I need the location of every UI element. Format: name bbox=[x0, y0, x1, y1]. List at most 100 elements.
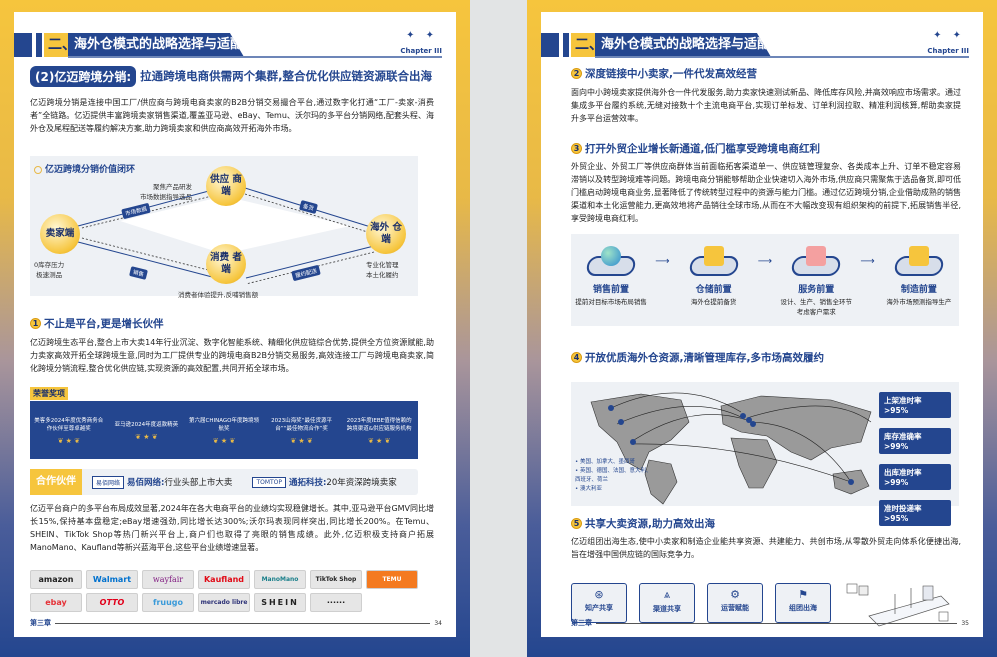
chapter-label: Chapter III bbox=[400, 47, 442, 55]
share-cards: ⊛ 知产共享 ⩓ 渠道共享 ⚙ 运营赋能 ⚑ 组团出海 bbox=[571, 583, 831, 623]
network-icon: ⩓ bbox=[663, 588, 671, 601]
share-card-ip: ⊛ 知产共享 bbox=[571, 583, 627, 623]
awards-banner: 美客多2024年度优秀商务合作伙伴至尊卓越奖 亚马逊2024年度返款精英 第六届… bbox=[30, 401, 418, 459]
page-footer: 第三章 35 bbox=[571, 617, 969, 629]
logo-shein: SHEIN bbox=[254, 593, 306, 612]
award-item: 第六届CHINAGO年度跨境领航奖 bbox=[189, 417, 259, 445]
page-footer: 第三章 34 bbox=[30, 617, 442, 629]
logo-more: ······ bbox=[310, 593, 362, 612]
page-sheet: 二、 海外仓模式的战略选择与适配 ✦ ✦ Chapter III 2 深度链接中… bbox=[541, 12, 983, 637]
partners-tag: 合作伙伴 bbox=[30, 469, 82, 495]
hand-package-icon bbox=[790, 238, 843, 276]
partner-name: 通拓科技: bbox=[289, 478, 327, 488]
share-label: 渠道共享 bbox=[653, 605, 681, 613]
operations-icon: ⚙ bbox=[730, 588, 740, 601]
step-desc: 海外市场预测指导生产 bbox=[886, 298, 952, 306]
flow-step-manufacturing: 制造前置 海外市场预测指导生产 bbox=[883, 238, 955, 307]
subsection-title: 打开外贸企业增长新通道,低门槛享受跨境电商红利 bbox=[585, 143, 820, 155]
partner-name: 易佰网络: bbox=[127, 478, 165, 488]
award-item: 2023年度IEBE值得信赖的跨境渠道&供应链服务机构 bbox=[344, 417, 414, 445]
lead-tag: (2)亿迈跨境分销: bbox=[30, 65, 137, 87]
growth-paragraph: 亿迈平台商户的多平台布局成效显著,2024年在各大电商平台的业绩均实现稳健增长。… bbox=[30, 504, 435, 552]
subsection-1-body: 亿迈跨境生态平台,整合上市大卖14年行业沉淀、数字化智能系统、精细化供应链综合优… bbox=[30, 338, 434, 373]
footer-chapter: 第三章 bbox=[571, 619, 592, 627]
logo-wayfair: wayfair bbox=[142, 570, 194, 589]
step-desc: 提前对目标市场布局销售 bbox=[575, 298, 647, 306]
share-card-channel: ⩓ 渠道共享 bbox=[639, 583, 695, 623]
section-title: 海外仓模式的战略选择与适配 bbox=[595, 33, 771, 57]
world-map-graphic bbox=[590, 392, 872, 505]
subsection-2-heading: 2 深度链接中小卖家,一件代发高效经营 bbox=[571, 66, 757, 81]
page-number: 35 bbox=[961, 619, 969, 627]
number-badge: 3 bbox=[571, 143, 582, 154]
supplier-label: 聚焦产品研发 市场数据指导选品 bbox=[140, 183, 192, 201]
page-sheet: 二、 海外仓模式的战略选择与适配 ✦ ✦ Chapter III (2)亿迈跨境… bbox=[14, 12, 456, 637]
step-name: 仓储前置 bbox=[695, 285, 732, 295]
step-desc: 海外仓提前备货 bbox=[690, 298, 737, 306]
page-34: 二、 海外仓模式的战略选择与适配 ✦ ✦ Chapter III (2)亿迈跨境… bbox=[0, 0, 470, 657]
share-label: 知产共享 bbox=[585, 604, 613, 612]
header-bar bbox=[541, 33, 559, 57]
partners-bar: 合作伙伴 易佰网络 易佰网络: 行业头部上市大卖 TOMTOP 通拓科技: 20… bbox=[30, 469, 418, 495]
logo-fruugo: fruugo bbox=[142, 593, 194, 612]
award-item: 亚马逊2024年度返款精英 bbox=[111, 421, 181, 441]
star-icon: ✦ ✦ bbox=[406, 30, 438, 41]
logo-ebay: ebay bbox=[30, 593, 82, 612]
step-name: 服务前置 bbox=[798, 285, 835, 295]
subsection-4-heading: 4 开放优质海外仓资源,清晰管理库存,多市场高效履约 bbox=[571, 350, 824, 365]
loop-lines bbox=[77, 187, 375, 285]
subsection-5-heading: 5 共享大卖资源,助力高效出海 bbox=[571, 516, 715, 531]
arrow-right-icon: ⟶ bbox=[655, 256, 670, 267]
number-badge: 1 bbox=[30, 318, 41, 329]
intro-paragraph: 亿迈跨境分销是连接中国工厂/供应商与跨境电商卖家的B2B分销交易撮合平台,通过数… bbox=[30, 98, 434, 133]
share-card-operations: ⚙ 运营赋能 bbox=[707, 583, 763, 623]
header-rule bbox=[595, 56, 969, 58]
subsection-5-body: 亿迈组团出海生态,使中小卖家和制造企业能共享资源、共建能力、共创市场,从零散外贸… bbox=[571, 537, 961, 559]
page-35: 二、 海外仓模式的战略选择与适配 ✦ ✦ Chapter III 2 深度链接中… bbox=[527, 0, 997, 657]
subsection-2-body: 面向中小跨境卖家提供海外仓一件代发服务,助力卖家快速测试新品、降低库存风险,并高… bbox=[571, 88, 961, 123]
step-name: 制造前置 bbox=[900, 285, 937, 295]
subsection-3-heading: 3 打开外贸企业增长新通道,低门槛享受跨境电商红利 bbox=[571, 141, 820, 156]
number-badge: 2 bbox=[571, 68, 582, 79]
logo-tiktok-shop: TikTok Shop bbox=[310, 570, 362, 589]
platform-logos: amazon Walmart wayfair Kaufland ManoMano… bbox=[30, 570, 418, 612]
loop-title: 亿迈跨境分销价值闭环 bbox=[34, 162, 135, 175]
header-bar bbox=[36, 33, 42, 57]
partner-desc: 20年资深跨境卖家 bbox=[326, 478, 397, 488]
award-item: 美客多2024年度优秀商务合作伙伴至尊卓越奖 bbox=[34, 417, 104, 445]
star-icon: ✦ ✦ bbox=[933, 30, 965, 41]
node-warehouse: 海外 仓端 bbox=[366, 214, 406, 260]
share-label: 运营赋能 bbox=[721, 604, 749, 612]
kpi-list: 上架准时率 >95% 库存准确率 >99% 出库准时率 >99% 准时投递率 >… bbox=[879, 392, 951, 526]
node-consumer: 消费 者端 bbox=[206, 244, 246, 290]
value-loop-diagram: 亿迈跨境分销价值闭环 供应 商端 卖家端 海外 仓端 消费 者端 聚焦产品研发 … bbox=[30, 156, 418, 299]
node-seller: 卖家端 bbox=[40, 214, 80, 260]
consumer-label: 消费者体验提升,反哺销售额 bbox=[178, 291, 259, 299]
partner-logo: 易佰网络 bbox=[92, 475, 125, 489]
logo-manomano: ManoMano bbox=[254, 570, 306, 589]
arrow-right-icon: ⟶ bbox=[757, 256, 773, 267]
lead-heading: (2)亿迈跨境分销: 拉通跨境电商供需两个集群,整合优化供应链资源联合出海 bbox=[30, 65, 442, 87]
arrow-right-icon: ⟶ bbox=[860, 256, 875, 267]
world-map: • 美国、加拿大、墨西哥 • 英国、德国、法国、意大利、西班牙、荷兰 • 澳大利… bbox=[571, 382, 959, 526]
seller-label: 0库存压力 极速测品 bbox=[34, 261, 65, 279]
partner-desc: 行业头部上市大卖 bbox=[164, 478, 233, 488]
partner-logo: TOMTOP bbox=[252, 476, 287, 488]
legend-item: • 英国、德国、法国、意大利、西班牙、荷兰 bbox=[575, 468, 652, 483]
award-item: 2023山海奖“最佳货源平台”“最佳物流合作”奖 bbox=[267, 417, 337, 445]
footer-chapter: 第三章 bbox=[30, 619, 51, 627]
logo-walmart: Walmart bbox=[86, 570, 138, 589]
ip-share-icon: ⊛ bbox=[594, 588, 604, 601]
kpi-badge: 库存准确率 >99% bbox=[879, 428, 951, 454]
logo-otto: OTTO bbox=[86, 593, 138, 612]
awards-tag: 荣誉奖项 bbox=[30, 387, 68, 400]
footer-rule bbox=[596, 622, 958, 624]
map-legend: • 美国、加拿大、墨西哥 • 英国、德国、法国、意大利、西班牙、荷兰 • 澳大利… bbox=[575, 458, 655, 494]
factory-icon bbox=[893, 238, 945, 276]
cargo-icon bbox=[687, 238, 740, 276]
logo-kaufland: Kaufland bbox=[198, 570, 250, 589]
flow-step-sales: 销售前置 提前对目标市场布局销售 bbox=[575, 238, 647, 307]
node-supplier: 供应 商端 bbox=[206, 166, 246, 212]
header-bar bbox=[14, 33, 32, 57]
chapter-label: Chapter III bbox=[927, 47, 969, 55]
